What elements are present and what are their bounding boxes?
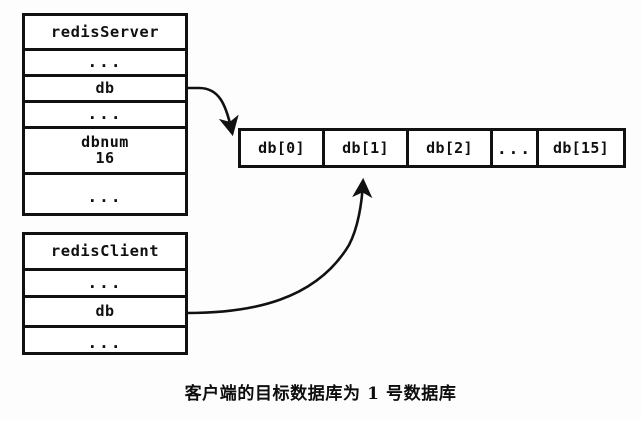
redis-client-title: redisClient bbox=[25, 235, 185, 271]
redis-client-row-ellipsis-top: ... bbox=[25, 271, 185, 298]
redis-server-struct: redisServer ... db ... dbnum 16 ... bbox=[22, 13, 188, 216]
db-array-cell-0: db[0] bbox=[241, 131, 325, 165]
db-array-cell-ellipsis: ... bbox=[493, 131, 539, 165]
db-array-cell-1: db[1] bbox=[325, 131, 409, 165]
diagram-caption: 客户端的目标数据库为 1 号数据库 bbox=[184, 384, 457, 404]
redis-server-row-ellipsis-mid: ... bbox=[25, 103, 185, 129]
redis-server-field-db: db bbox=[25, 77, 185, 103]
db-array-cell-2: db[2] bbox=[409, 131, 493, 165]
redis-server-title: redisServer bbox=[25, 16, 185, 51]
redis-client-field-db: db bbox=[25, 298, 185, 328]
redis-server-row-ellipsis-top: ... bbox=[25, 51, 185, 77]
redis-server-field-dbnum: dbnum 16 bbox=[25, 129, 185, 175]
redis-server-row-ellipsis-bottom: ... bbox=[87, 186, 123, 206]
db-array: db[0] db[1] db[2] ... db[15] bbox=[238, 128, 626, 168]
redis-client-row-ellipsis-bottom: ... bbox=[87, 332, 123, 352]
arrow-client-db-to-db1 bbox=[187, 177, 373, 315]
redis-client-struct: redisClient ... db ... bbox=[22, 232, 188, 355]
db-array-cell-15: db[15] bbox=[553, 139, 609, 157]
arrow-server-db-to-array bbox=[188, 86, 239, 137]
